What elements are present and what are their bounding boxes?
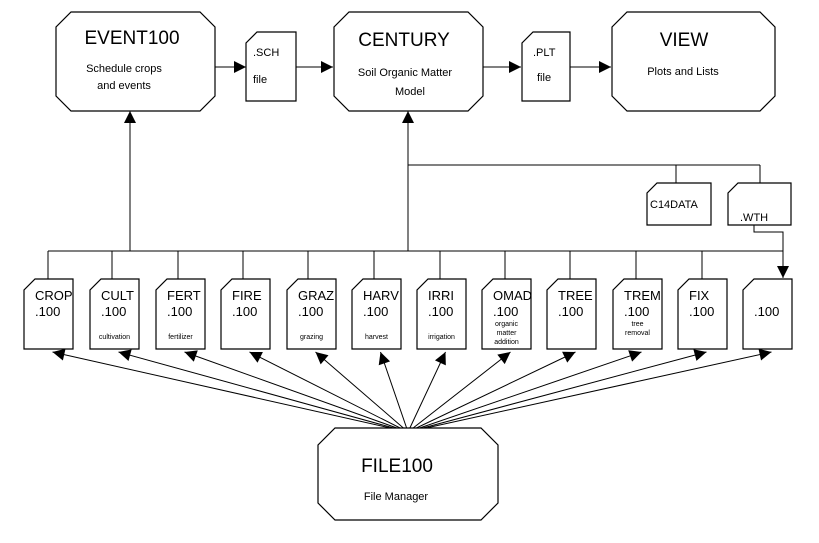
century-box: CENTURY Soil Organic Matter Model bbox=[333, 11, 484, 112]
fan-arrow bbox=[184, 350, 409, 433]
file-desc: harvest bbox=[365, 334, 388, 341]
file-omad-100: OMAD.100 organic matter addition bbox=[481, 278, 532, 350]
file-desc: tree bbox=[631, 321, 643, 328]
file-ext: .100 bbox=[558, 304, 583, 319]
file-ext: .100 bbox=[754, 304, 779, 319]
file100-fan-arrows bbox=[52, 348, 772, 433]
file-ext: .100 bbox=[363, 304, 388, 319]
arrow-wth-to-file bbox=[753, 225, 789, 278]
file-name: TREE bbox=[558, 288, 593, 303]
file-harv-100: HARV.100 harvest bbox=[351, 278, 402, 350]
file-tree-100: TREE.100 bbox=[546, 278, 597, 350]
file-name: FIX bbox=[689, 288, 710, 303]
file-ext: .100 bbox=[232, 304, 257, 319]
century-desc-line1: Soil Organic Matter bbox=[358, 67, 452, 79]
file-ext: .100 bbox=[624, 304, 649, 319]
fan-arrow bbox=[249, 351, 409, 433]
file-ext: .100 bbox=[493, 304, 518, 319]
file-ext: .100 bbox=[298, 304, 323, 319]
event100-title: EVENT100 bbox=[84, 28, 179, 49]
file-desc: organic bbox=[495, 321, 518, 328]
file-desc: addition bbox=[494, 339, 519, 346]
fan-arrow bbox=[118, 349, 409, 433]
view-desc: Plots and Lists bbox=[647, 66, 719, 78]
file-name: TREM bbox=[624, 288, 661, 303]
file-crop-100: CROP.100 bbox=[23, 278, 74, 350]
sch-file-sub: file bbox=[253, 74, 267, 86]
plt-file: .PLT file bbox=[521, 31, 571, 102]
file-desc: removal bbox=[625, 330, 650, 337]
plt-file-name: .PLT bbox=[533, 47, 556, 59]
parameter-files-row: CROP.100CULT.100cultivationFERT.100ferti… bbox=[23, 278, 793, 350]
file-desc: cultivation bbox=[99, 334, 130, 341]
file-graz-100: GRAZ.100 grazing bbox=[286, 278, 337, 350]
file-fert-100: FERT.100 fertilizer bbox=[155, 278, 206, 350]
event100-desc-line1: Schedule crops bbox=[86, 63, 162, 75]
file-ext: .100 bbox=[167, 304, 192, 319]
fan-arrow bbox=[407, 351, 446, 433]
c14data-file-name: C14DATA bbox=[650, 199, 699, 211]
fan-arrow bbox=[407, 351, 511, 433]
file-fire-100: FIRE.100 bbox=[220, 278, 271, 350]
sch-file: .SCH file bbox=[245, 31, 297, 102]
file-desc: matter bbox=[497, 330, 518, 337]
view-title: VIEW bbox=[660, 30, 709, 51]
view-box: VIEW Plots and Lists bbox=[611, 11, 776, 112]
file-name: FERT bbox=[167, 288, 201, 303]
fan-arrow bbox=[407, 349, 707, 433]
century-title: CENTURY bbox=[358, 30, 450, 51]
c14data-file: C14DATA bbox=[646, 182, 712, 226]
wth-file-name: .WTH bbox=[740, 212, 768, 224]
file-ext: .100 bbox=[428, 304, 453, 319]
file-name: FIRE bbox=[232, 288, 262, 303]
fan-arrow bbox=[378, 351, 409, 433]
file-name: IRRI bbox=[428, 288, 454, 303]
file-cult-100: CULT.100 cultivation bbox=[89, 278, 140, 350]
file-drop-lines bbox=[47, 251, 703, 279]
file100-title: FILE100 bbox=[361, 456, 433, 477]
event100-box: EVENT100 Schedule crops and events bbox=[55, 11, 216, 112]
file-ext: .100 bbox=[689, 304, 714, 319]
connector-lines bbox=[47, 61, 789, 433]
file-name: GRAZ bbox=[298, 288, 334, 303]
century-desc-line2: Model bbox=[395, 86, 425, 98]
file-name: OMAD bbox=[493, 288, 532, 303]
fan-arrow bbox=[407, 350, 642, 433]
fan-arrow bbox=[52, 348, 409, 433]
fan-arrow bbox=[407, 348, 772, 433]
file-ext: .100 bbox=[35, 304, 60, 319]
file-desc: fertilizer bbox=[168, 334, 193, 341]
fan-arrow bbox=[315, 351, 409, 433]
file-name: HARV bbox=[363, 288, 399, 303]
file-name: CROP bbox=[35, 288, 73, 303]
file-generic-100: .100 bbox=[742, 278, 793, 350]
file-fix-100: FIX.100 bbox=[677, 278, 728, 350]
file-desc: irrigation bbox=[428, 334, 455, 341]
fan-arrow bbox=[407, 351, 576, 433]
plt-file-sub: file bbox=[537, 72, 551, 84]
file100-box: FILE100 File Manager bbox=[317, 427, 499, 521]
file-ext: .100 bbox=[101, 304, 126, 319]
sch-file-name: .SCH bbox=[253, 47, 279, 59]
file100-desc: File Manager bbox=[364, 491, 429, 503]
event100-desc-line2: and events bbox=[97, 80, 151, 92]
file-irri-100: IRRI.100 irrigation bbox=[416, 278, 467, 350]
file-name: CULT bbox=[101, 288, 134, 303]
file-trem-100: TREM.100 tree removal bbox=[612, 278, 663, 350]
file-desc: grazing bbox=[300, 334, 323, 341]
wth-file: .WTH bbox=[727, 182, 792, 226]
